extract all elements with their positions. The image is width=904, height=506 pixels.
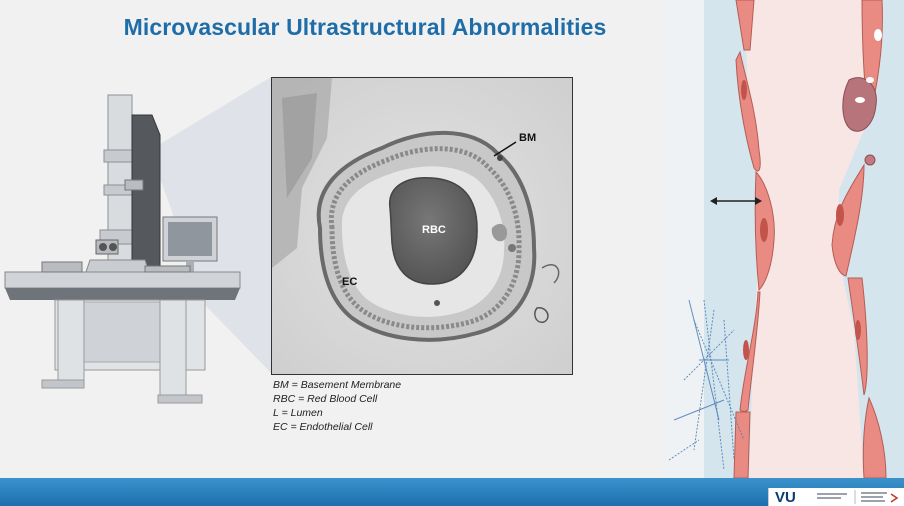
double-arrow-icon	[710, 197, 762, 205]
electron-micrograph: BM RBC EC	[271, 77, 573, 375]
legend-item-rbc: RBC = Red Blood Cell	[273, 393, 378, 405]
bm-pointer-line	[493, 141, 517, 157]
micrograph-image	[272, 78, 572, 374]
logo-marks	[817, 490, 899, 504]
vu-logo: VU	[768, 488, 904, 506]
vessel-illustration	[664, 0, 904, 478]
slide-title: Microvascular Ultrastructural Abnormalit…	[123, 14, 607, 40]
abbreviation-legend: BM = Basement Membrane RBC = Red Blood C…	[273, 378, 401, 434]
footer-bar	[0, 478, 904, 506]
legend-item-ec: EC = Endothelial Cell	[273, 421, 373, 433]
label-bm: BM	[519, 132, 537, 144]
collagen-fibers	[668, 299, 745, 471]
legend-item-l: L = Lumen	[273, 407, 323, 419]
vu-logo-text: VU	[775, 489, 796, 506]
legend-item-bm: BM = Basement Membrane	[273, 379, 402, 391]
label-ec: EC	[342, 276, 358, 288]
label-rbc: RBC	[422, 224, 446, 236]
electron-microscope-illustration	[4, 94, 241, 404]
